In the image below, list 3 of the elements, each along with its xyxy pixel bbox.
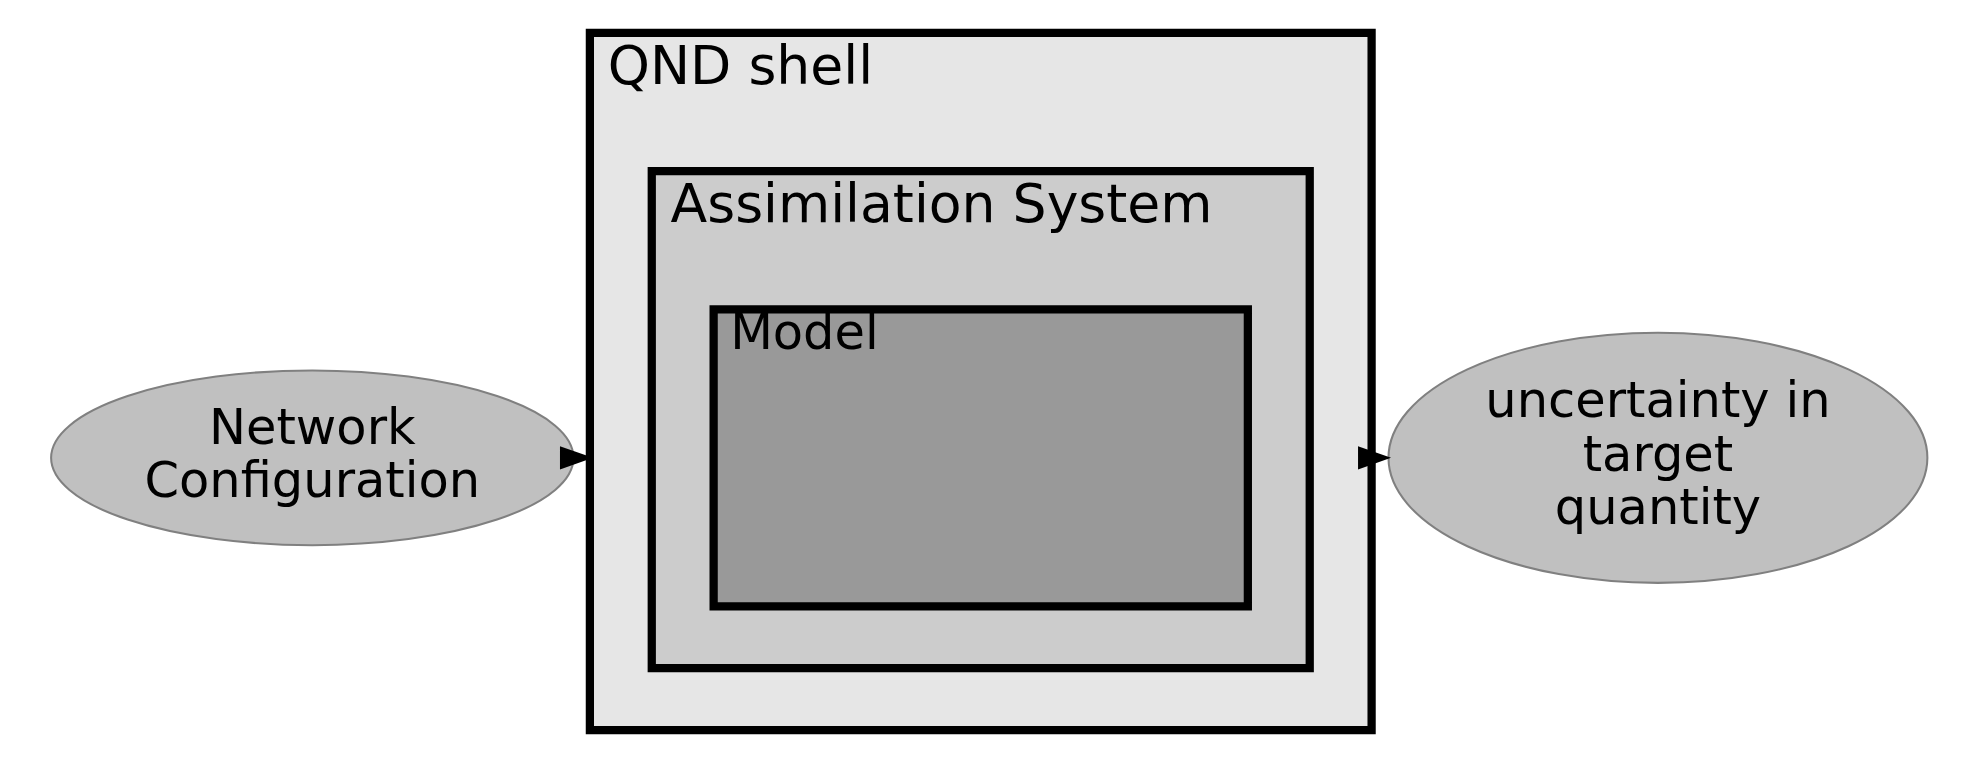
node-box: Model [709,305,1252,611]
node-ellipse: uncertainty in target quantity [1386,331,1928,584]
arrow [1357,446,1391,470]
